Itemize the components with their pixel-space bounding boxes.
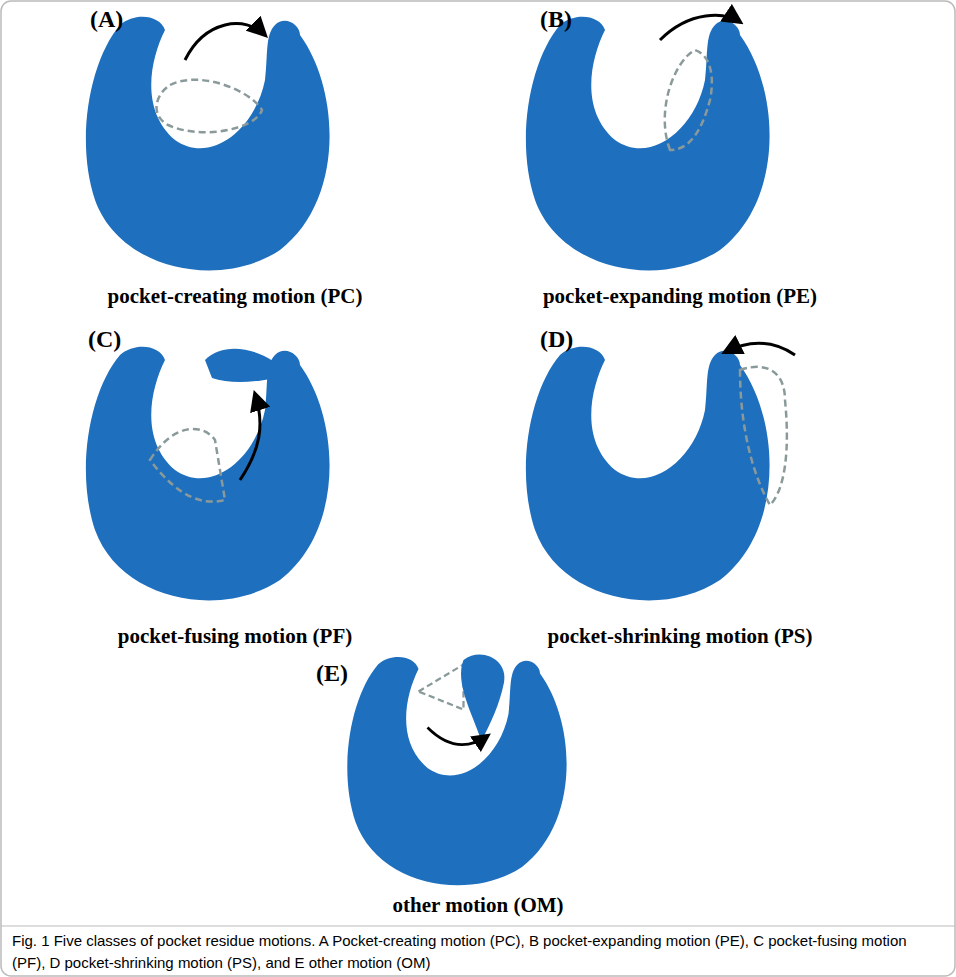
panel-title: pocket-fusing motion (PF) xyxy=(118,624,353,649)
panel-letter: (E) xyxy=(316,660,348,687)
figure-caption: Fig. 1 Five classes of pocket residue mo… xyxy=(12,930,942,974)
panel-e xyxy=(347,655,566,886)
panel-b xyxy=(526,15,770,270)
panel-a xyxy=(86,17,330,271)
panel-title: pocket-creating motion (PC) xyxy=(107,284,362,309)
panel-c xyxy=(86,347,330,601)
panel-letter: (A) xyxy=(90,6,123,33)
panel-title: other motion (OM) xyxy=(392,893,563,918)
panel-title: pocket-shrinking motion (PS) xyxy=(548,624,813,649)
panel-d xyxy=(526,343,795,600)
caption-rule xyxy=(1,925,955,926)
panel-letter: (B) xyxy=(540,6,572,33)
panel-letter: (D) xyxy=(540,326,573,353)
panel-title: pocket-expanding motion (PE) xyxy=(543,284,817,309)
panel-letter: (C) xyxy=(88,326,121,353)
